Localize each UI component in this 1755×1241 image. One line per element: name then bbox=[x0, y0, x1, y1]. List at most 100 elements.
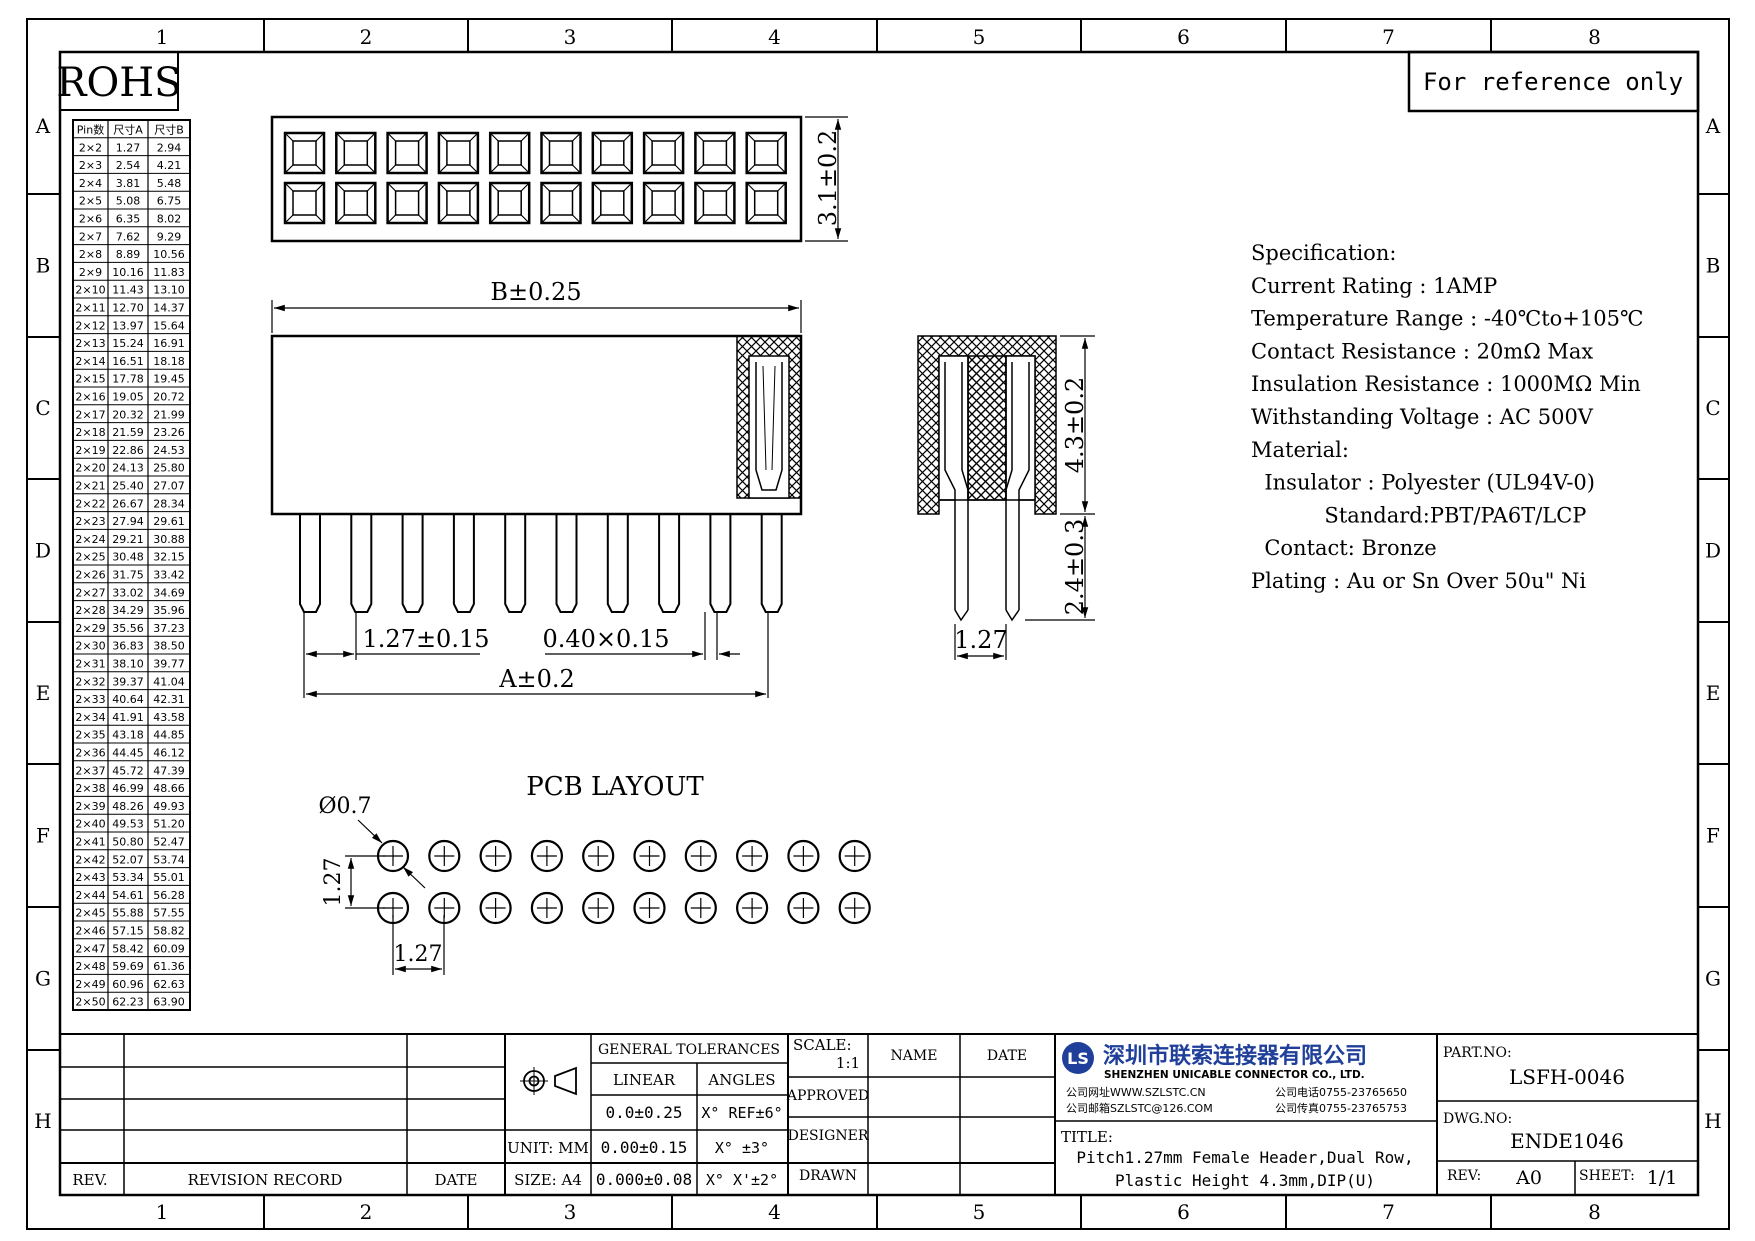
linear-tol-3: 0.000±0.08 bbox=[596, 1170, 692, 1189]
designer-label: DESIGNER bbox=[788, 1128, 869, 1144]
column-label-bottom: 3 bbox=[564, 1200, 577, 1224]
size-table-cell: 14.37 bbox=[153, 302, 185, 315]
angle-tol-1: X° REF±6° bbox=[701, 1104, 782, 1122]
pcb-hole bbox=[479, 891, 512, 925]
general-tolerances-label: GENERAL TOLERANCES bbox=[598, 1042, 780, 1058]
pin bbox=[504, 514, 527, 613]
column-label-bottom: 5 bbox=[973, 1200, 986, 1224]
size-table-cell: 24.53 bbox=[153, 444, 185, 457]
size-table-cell: 48.26 bbox=[112, 800, 144, 813]
front-pins bbox=[299, 514, 783, 613]
column-label-bottom: 7 bbox=[1382, 1200, 1395, 1224]
row-label-right: H bbox=[1704, 1109, 1721, 1133]
spec-line: Standard:PBT/PA6T/LCP bbox=[1251, 503, 1586, 527]
size-table-cell: 43.18 bbox=[112, 729, 144, 742]
sheet-label: SHEET: bbox=[1579, 1168, 1635, 1184]
contact-cell bbox=[386, 181, 428, 225]
pin bbox=[350, 514, 373, 613]
title-line-1: Pitch1.27mm Female Header,Dual Row, bbox=[1076, 1148, 1413, 1167]
size-table-cell: 34.69 bbox=[153, 586, 185, 599]
row-label-right: E bbox=[1706, 681, 1721, 705]
row-label-left: A bbox=[35, 114, 51, 138]
company-logo-text: LS bbox=[1067, 1049, 1089, 1068]
size-table-cell: 60.96 bbox=[112, 978, 144, 991]
dwg-no-label: DWG.NO: bbox=[1443, 1111, 1512, 1127]
size-table-cell: 46.12 bbox=[153, 747, 185, 760]
revision-record-label: REVISION RECORD bbox=[188, 1171, 343, 1189]
size-table-cell: 57.15 bbox=[112, 925, 144, 938]
size-table-cell: 26.67 bbox=[112, 497, 144, 510]
rohs-badge: ROHS bbox=[56, 60, 181, 106]
spec-line: Withstanding Voltage : AC 500V bbox=[1251, 405, 1594, 429]
size-table-cell: 13.10 bbox=[153, 284, 185, 297]
size-table-cell: 18.18 bbox=[153, 355, 185, 368]
contact-cell bbox=[283, 181, 326, 225]
size-table-cell: 41.04 bbox=[153, 675, 185, 688]
size-table-cell: 2×49 bbox=[75, 978, 105, 991]
size-table-cell: 29.21 bbox=[112, 533, 144, 546]
pcb-hole bbox=[582, 839, 615, 873]
size-table-cell: 2×31 bbox=[75, 658, 105, 671]
rev-label: REV. bbox=[72, 1171, 107, 1189]
size-table-cell: 2×30 bbox=[75, 640, 105, 653]
size-table-cell: 39.37 bbox=[112, 675, 144, 688]
size-table-cell: 9.29 bbox=[157, 230, 182, 243]
size-table-cell: 49.93 bbox=[153, 800, 185, 813]
spec-line: Insulator : Polyester (UL94V-0) bbox=[1251, 471, 1595, 495]
size-table-cell: 8.02 bbox=[157, 213, 182, 226]
column-label-top: 4 bbox=[768, 25, 781, 49]
size-table-cell: 19.45 bbox=[153, 373, 185, 386]
size-table-cell: 19.05 bbox=[112, 391, 144, 404]
contact-cell bbox=[437, 131, 480, 175]
pin bbox=[452, 514, 475, 613]
spec-line: Contact: Bronze bbox=[1251, 536, 1437, 560]
size-table-cell: 2×32 bbox=[75, 675, 105, 688]
spec-line: Temperature Range : -40℃to+105℃ bbox=[1251, 307, 1643, 331]
size-table-cell: 2×10 bbox=[75, 284, 105, 297]
column-label-bottom: 6 bbox=[1177, 1200, 1190, 1224]
spec-line: Insulation Resistance : 1000MΩ Min bbox=[1251, 372, 1641, 396]
size-table-cell: 2×44 bbox=[75, 889, 105, 902]
size-table-cell: 20.32 bbox=[112, 408, 144, 421]
size-table-cell: 54.61 bbox=[112, 889, 144, 902]
size-table-cell: 2×18 bbox=[75, 426, 105, 439]
spec-line: Current Rating : 1AMP bbox=[1251, 274, 1497, 298]
size-table-cell: 62.23 bbox=[112, 996, 144, 1009]
row-label-left: F bbox=[36, 824, 50, 848]
spec-line: Material: bbox=[1251, 438, 1349, 462]
company-email: 公司邮箱SZLSTC@126.COM bbox=[1066, 1101, 1213, 1115]
pin bbox=[555, 514, 578, 613]
size-table-cell: 2×6 bbox=[79, 213, 102, 226]
size-table-cell: 33.42 bbox=[153, 569, 185, 582]
size-table-cell: 5.48 bbox=[157, 177, 182, 190]
size-table-cell: 23.26 bbox=[153, 426, 185, 439]
revision-date-label: DATE bbox=[435, 1171, 478, 1189]
size-table-cell: 44.45 bbox=[112, 747, 144, 760]
size-table-cell: 10.56 bbox=[153, 248, 185, 261]
size-table-cell: 2×39 bbox=[75, 800, 105, 813]
angle-tol-2: X° ±3° bbox=[715, 1139, 769, 1157]
size-table-cell: 51.20 bbox=[153, 818, 185, 831]
column-label-top: 3 bbox=[564, 25, 577, 49]
size-table-cell: 33.02 bbox=[112, 586, 144, 599]
angles-label: ANGLES bbox=[707, 1071, 775, 1089]
angle-tol-3: X° X'±2° bbox=[706, 1171, 778, 1189]
size-table-cell: 2×23 bbox=[75, 515, 105, 528]
sheet-value: 1/1 bbox=[1647, 1167, 1678, 1189]
size-table-cell: 2×5 bbox=[79, 195, 102, 208]
frame-ticks bbox=[27, 19, 1729, 1229]
front-view: B±0.25 1.27±0.15 0.40×0.15 A±0.2 bbox=[270, 278, 803, 698]
size-table-cell: 2×29 bbox=[75, 622, 105, 635]
size-table-cell: 34.29 bbox=[112, 604, 144, 617]
projection-symbol-icon bbox=[520, 1066, 577, 1096]
pin-size-label: 0.40×0.15 bbox=[543, 625, 670, 653]
row-label-right: F bbox=[1706, 824, 1720, 848]
size-table-cell: 42.31 bbox=[153, 693, 185, 706]
row-label-left: H bbox=[34, 1109, 51, 1133]
contact-cell bbox=[283, 131, 326, 175]
size-table-cell: 2×34 bbox=[75, 711, 105, 724]
contact-cell bbox=[386, 131, 428, 175]
size-table-cell: 4.21 bbox=[157, 159, 182, 172]
size-table-cell: 16.51 bbox=[112, 355, 144, 368]
